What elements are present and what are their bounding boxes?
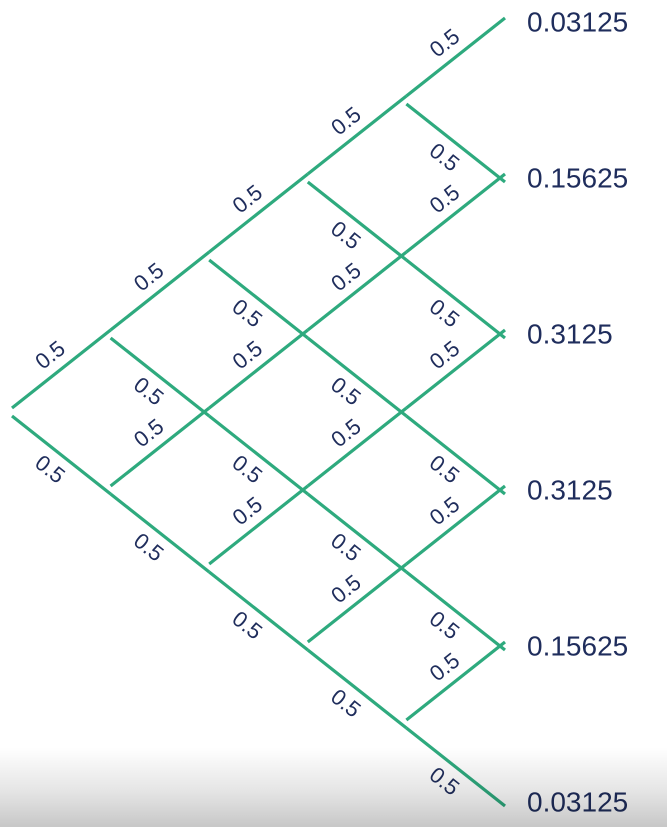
branch-down-2-0	[208, 414, 309, 496]
branch-up-1-1	[109, 406, 211, 488]
branch-up-3--1	[306, 250, 408, 332]
branch-up-4--2	[405, 172, 506, 254]
branch-down-2-2	[208, 570, 309, 652]
outcome-labels: 0.03125 0.15625 0.3125 0.3125 0.15625 0.03125	[527, 7, 628, 818]
outcome-probability-5: 0.15625	[527, 631, 628, 662]
outcome-probability-2: 0.15625	[527, 163, 628, 194]
outcome-probability-3: 0.3125	[527, 319, 613, 350]
outcome-probability-1: 0.03125	[527, 7, 628, 38]
branch-down-4-0	[405, 414, 506, 496]
branch-up-3-3	[306, 562, 408, 644]
branch-up-4-0	[405, 328, 506, 410]
branch-down-2--2	[208, 258, 309, 340]
branch-down-3-1	[306, 492, 408, 574]
branch-up-4--4	[405, 16, 506, 98]
branch-up-0-0	[11, 328, 112, 410]
branch-down-1--1	[109, 336, 211, 418]
tree-edges	[11, 16, 506, 808]
branch-up-2-2	[208, 484, 309, 566]
branch-up-2-0	[208, 328, 309, 410]
branch-up-4-4	[405, 640, 506, 722]
outcome-probability-4: 0.3125	[527, 475, 613, 506]
branch-down-3-3	[306, 648, 408, 730]
branch-down-4--4	[405, 102, 506, 184]
branch-down-0-0	[11, 414, 112, 496]
branch-down-4--2	[405, 258, 506, 340]
branch-up-4-2	[405, 484, 506, 566]
branch-down-3--1	[306, 336, 408, 418]
branch-down-1-1	[109, 492, 211, 574]
outcome-probability-6: 0.03125	[527, 787, 628, 818]
branch-down-4-2	[405, 570, 506, 652]
branch-up-2--2	[208, 172, 309, 254]
branch-up-1--1	[109, 250, 211, 332]
branch-down-3--3	[306, 180, 408, 262]
branch-up-3-1	[306, 406, 408, 488]
branch-up-3--3	[306, 94, 408, 176]
branch-down-4-4	[405, 726, 506, 808]
